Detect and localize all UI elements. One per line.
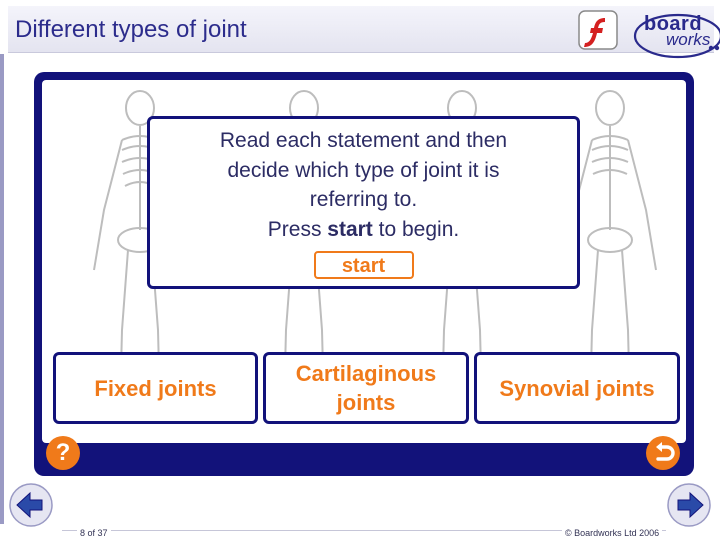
return-arrow-icon	[656, 442, 675, 461]
option-label: Synovial joints	[499, 374, 654, 403]
option-label-line-2: joints	[336, 390, 396, 415]
option-fixed-joints[interactable]: Fixed joints	[53, 352, 258, 424]
instruction-press-text: Press	[267, 217, 328, 241]
option-label-line-1: Fixed joints	[94, 375, 217, 401]
logo-text-works: works	[666, 30, 711, 49]
instruction-line-1: Read each statement and then	[219, 129, 508, 152]
option-label-line-1: Synovial joints	[499, 375, 655, 401]
option-cartilaginous-joints[interactable]: Cartilaginous joints	[263, 352, 469, 424]
reset-button[interactable]	[646, 436, 680, 470]
left-accent-bar	[0, 54, 4, 524]
instruction-panel: Read each statement and then decide whic…	[147, 116, 580, 289]
previous-slide-arrow-icon[interactable]	[8, 482, 54, 528]
option-label: Cartilaginous joints	[296, 359, 437, 417]
boardworks-logo: board works	[632, 11, 720, 63]
flash-player-icon	[578, 10, 618, 50]
logo-text-board: board	[644, 13, 703, 35]
footer-divider	[62, 530, 666, 531]
instruction-start-word: start	[327, 217, 373, 241]
help-button[interactable]: ?	[46, 436, 80, 470]
page-title: Different types of joint	[15, 16, 247, 43]
question-mark-icon: ?	[55, 439, 71, 466]
option-label: Fixed joints	[94, 374, 216, 403]
page-number: 8 of 37	[77, 528, 111, 538]
header-bar: Different types of joint board works	[8, 6, 720, 59]
instruction-line-4: Press start to begin.	[150, 215, 577, 245]
activity-frame: Read each statement and then decide whic…	[34, 72, 694, 476]
next-slide-arrow-icon[interactable]	[666, 482, 712, 528]
copyright-notice: © Boardworks Ltd 2006	[562, 528, 663, 538]
start-button[interactable]: start	[313, 251, 414, 279]
activity-canvas: Read each statement and then decide whic…	[42, 80, 686, 443]
option-label-line-1: Cartilaginous	[295, 361, 437, 386]
option-synovial-joints[interactable]: Synovial joints	[474, 352, 680, 424]
instruction-line-2: decide which type of joint it is	[227, 158, 500, 182]
instruction-line-3: referring to.	[309, 188, 418, 211]
instruction-begin-text: to begin.	[372, 217, 460, 241]
